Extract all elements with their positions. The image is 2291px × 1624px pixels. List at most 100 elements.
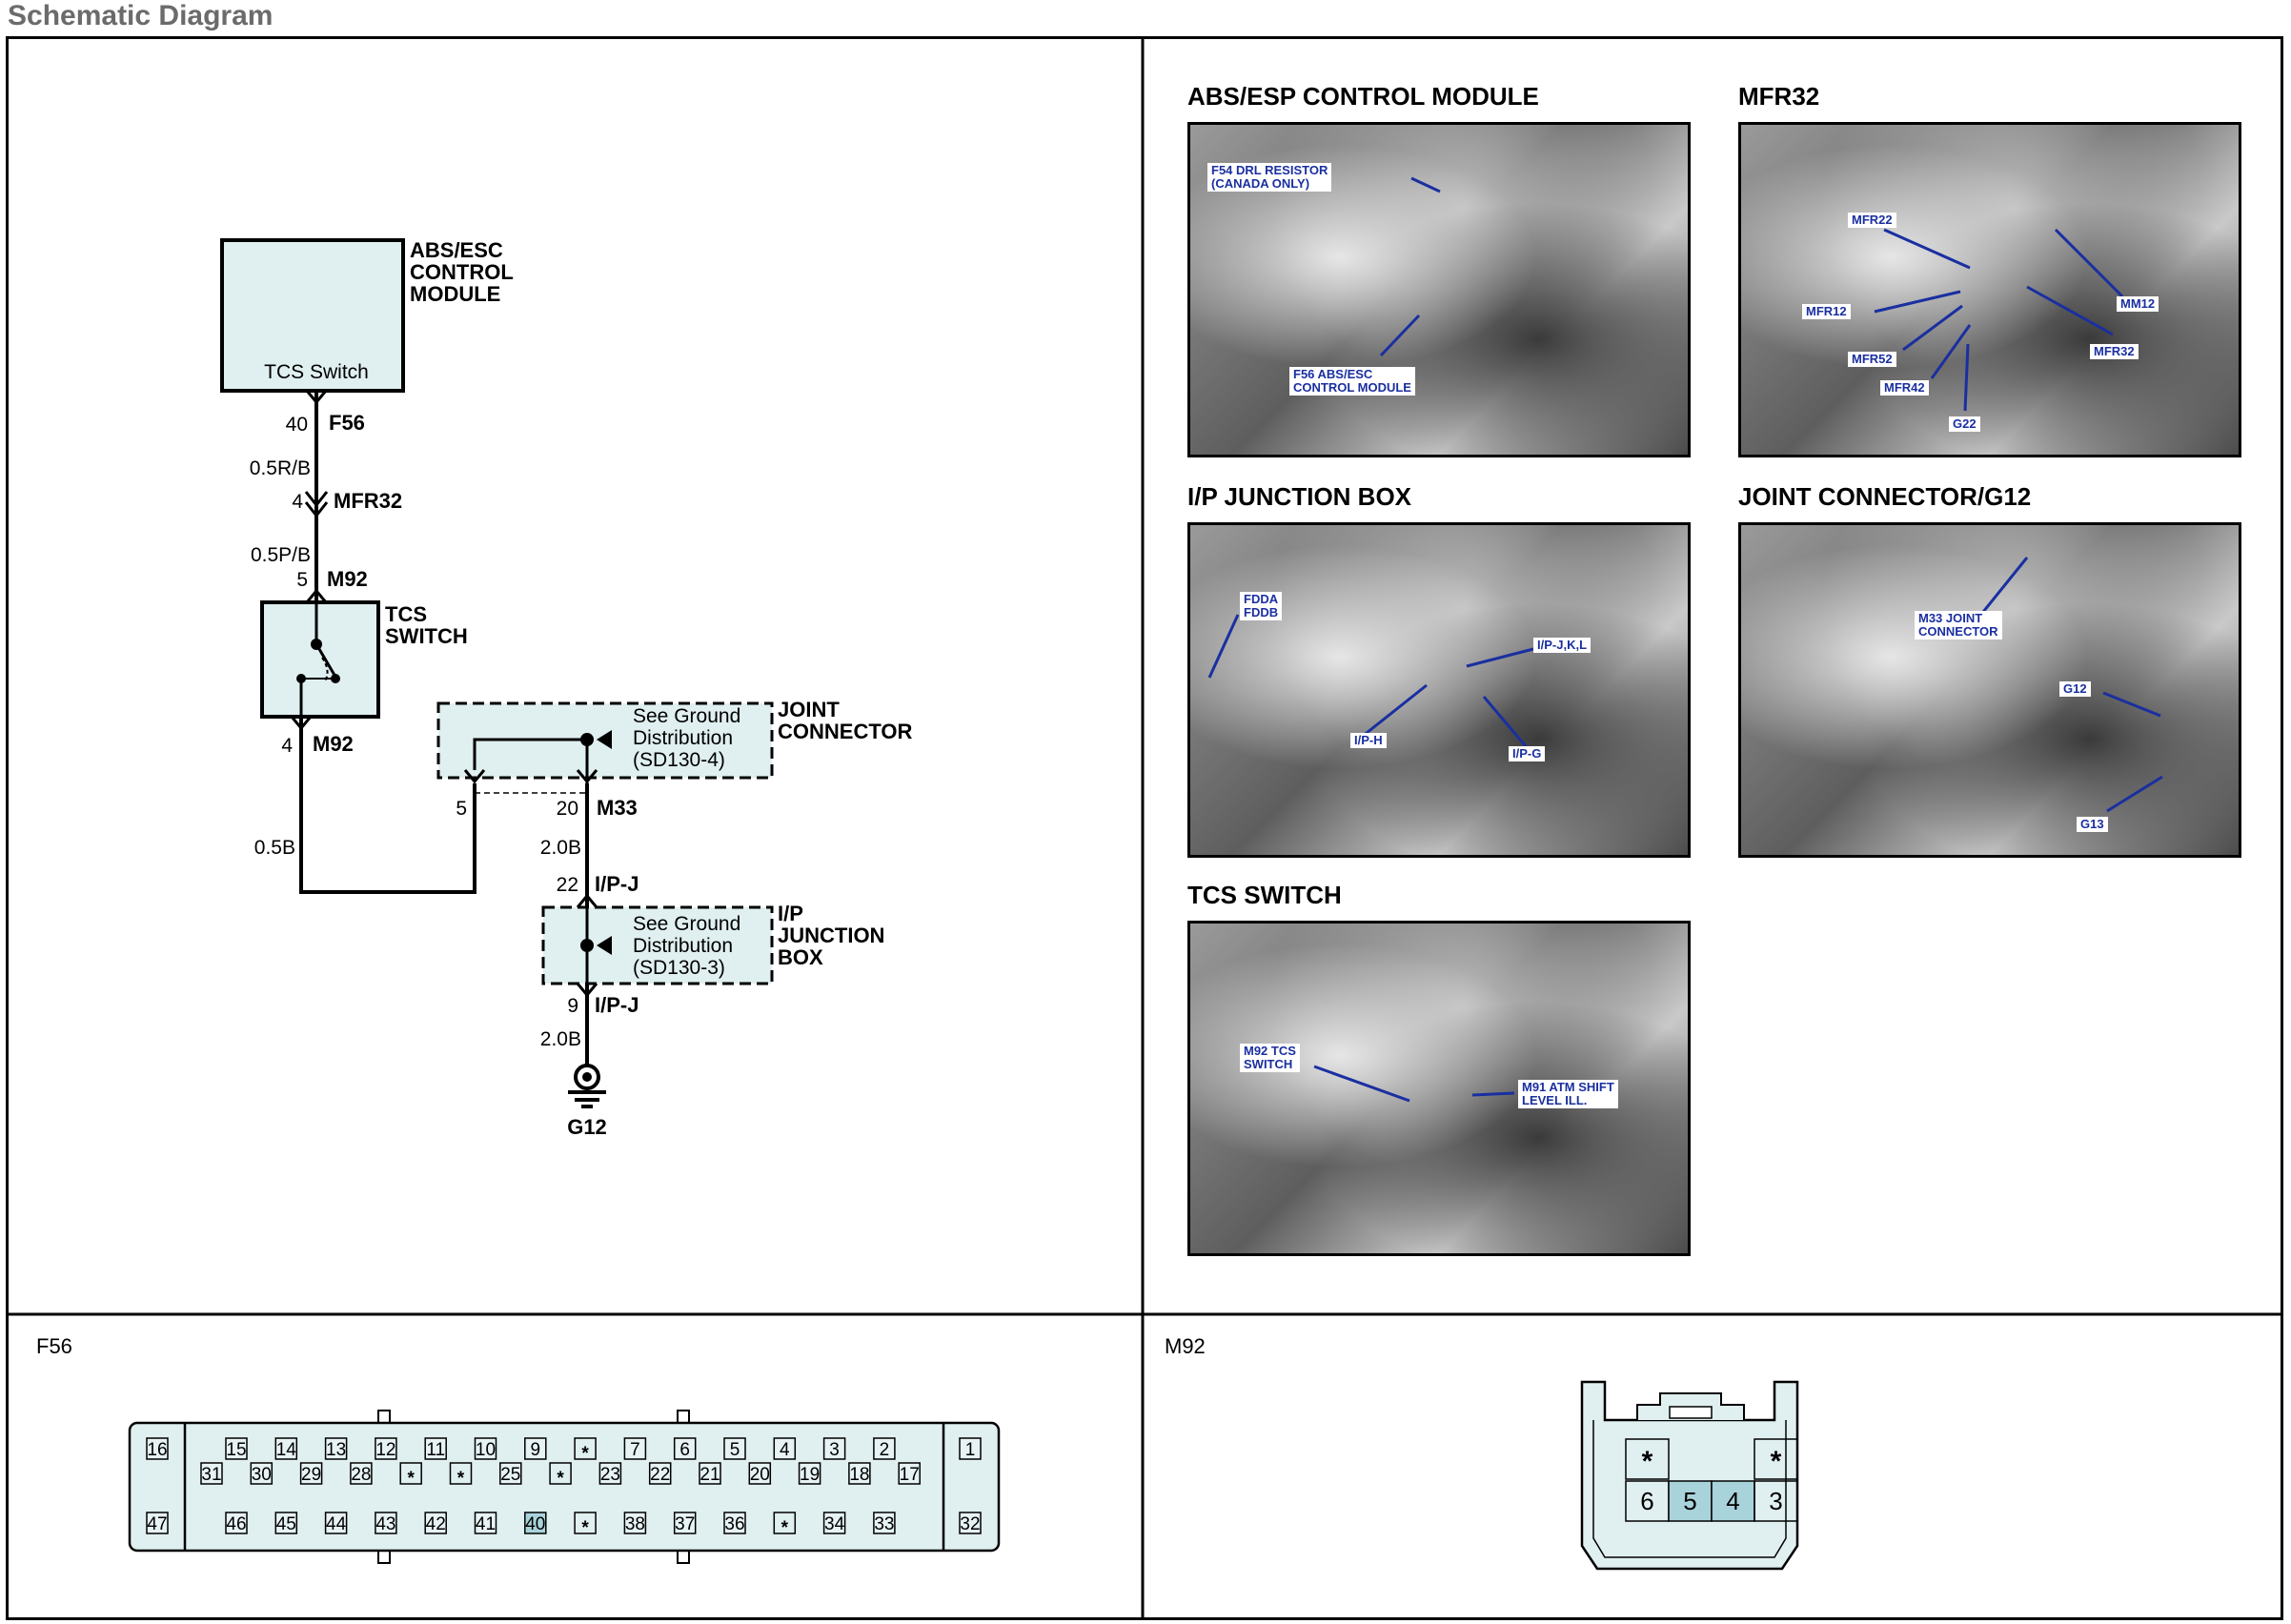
- photo-ipj-arrows: [1207, 614, 1534, 747]
- arrow-g13: [2106, 775, 2163, 813]
- wire-spec-1: 0.5R/B: [250, 457, 311, 479]
- arrow-f54: [1410, 176, 1441, 193]
- f56-pin-1: 1: [965, 1440, 976, 1460]
- f56-pin-bot-13-box: [873, 1512, 896, 1534]
- connector-mfr32-label: MFR32: [334, 489, 402, 513]
- f56-pin-bot-8-box: [623, 1512, 647, 1534]
- f56-pin-bot-4: 42: [426, 1514, 446, 1534]
- f56-pin-top-10-box: [723, 1437, 746, 1460]
- f56-pin-top-5: 10: [476, 1440, 496, 1460]
- f56-pin-bot-6: 40: [525, 1514, 545, 1534]
- f56-pin-32: 32: [960, 1514, 980, 1534]
- photo-title-abs: ABS/ESP CONTROL MODULE: [1187, 82, 1539, 111]
- arrow-iph: [1361, 683, 1428, 739]
- photo-abs-arrows: [1379, 176, 1441, 357]
- ip-ground-ref: See Ground Distribution (SD130-3): [633, 913, 746, 979]
- f56-pin-mid-9: 22: [650, 1465, 670, 1485]
- connector-ipj-top-label: I/P-J: [595, 872, 639, 896]
- f56-pin-top-10: 5: [730, 1440, 740, 1460]
- arrow-mfr32: [2026, 285, 2114, 336]
- f56-pin-top-1-box: [274, 1437, 298, 1460]
- switch-actuator: [321, 657, 329, 683]
- f56-pin-bot-3: 43: [375, 1514, 395, 1534]
- m92-pin-top-0: *: [1642, 1446, 1653, 1477]
- f56-pin-mid-3: 28: [351, 1465, 371, 1485]
- f56-pin-mid-13-box: [848, 1462, 871, 1485]
- f56-pin-top-0-box: [225, 1437, 248, 1460]
- photo-label-iph: I/P-H: [1350, 733, 1387, 748]
- m92-pin-top-0-box: [1625, 1438, 1670, 1480]
- switch-blade: [314, 643, 337, 678]
- m92-pin-5-box: [1668, 1480, 1713, 1522]
- abs-module-inner-label: TCS Switch: [264, 361, 369, 383]
- wire-spec-3: 0.5B: [254, 837, 295, 859]
- f56-pin-top-13-box: [873, 1437, 896, 1460]
- f56-pin-top-7: *: [581, 1444, 589, 1464]
- f56-pin-bot-5-box: [474, 1512, 497, 1534]
- inline-connector-mfr32: [304, 491, 329, 518]
- f56-pin-top-9-box: [673, 1437, 697, 1460]
- connector-f56-label: F56: [329, 411, 365, 435]
- f56-pin-mid-11: 20: [750, 1465, 770, 1485]
- f56-pin-top-3-box: [375, 1437, 397, 1460]
- f56-pin-top-9: 6: [679, 1440, 690, 1460]
- photo-label-fdda: FDDA FDDB: [1240, 592, 1283, 620]
- pin-m92-bottom: 4: [281, 735, 293, 757]
- f56-pin-mid-1: 30: [252, 1465, 272, 1485]
- photo-label-m92: M92 TCS SWITCH: [1240, 1044, 1300, 1072]
- photo-title-joint: JOINT CONNECTOR/G12: [1738, 482, 2032, 511]
- connector-m92-top-label: M92: [327, 567, 368, 591]
- photo-mfr32-arrows: [1874, 228, 2124, 412]
- m92-pin-top-3-box: [1754, 1438, 1798, 1480]
- f56-pin-mid-1-box: [250, 1462, 274, 1485]
- abs-module-name: ABS/ESC CONTROL MODULE: [410, 238, 519, 306]
- joint-ground-ref-arrow: [597, 730, 612, 749]
- f56-pin-mid-14-box: [898, 1462, 921, 1485]
- ip-ground-ref-arrow: [597, 936, 612, 955]
- pin-ipj-top: 22: [557, 874, 578, 896]
- photo-tcs-switch: M92 TCS SWITCH M91 ATM SHIFT LEVEL ILL.: [1187, 921, 1691, 1256]
- ground-symbol-ring: [574, 1064, 600, 1090]
- arrow-mm12: [2054, 228, 2124, 298]
- photo-label-g13: G13: [2077, 817, 2108, 832]
- f56-pin-top-11: 4: [780, 1440, 790, 1460]
- pin-joint-20: 20: [557, 798, 578, 820]
- f56-pin-16-box: [146, 1437, 169, 1460]
- f56-pin-bot-8: 38: [625, 1514, 645, 1534]
- arrow-mfr52: [1902, 304, 1963, 352]
- f56-pin-mid-8-box: [598, 1462, 622, 1485]
- f56-pin-top-2: 13: [326, 1440, 346, 1460]
- m92-pin-4: 4: [1726, 1487, 1739, 1515]
- photo-abs-esp-module: F54 DRL RESISTOR (CANADA ONLY) F56 ABS/E…: [1187, 122, 1691, 457]
- f56-pin-top-7-box: [574, 1437, 597, 1460]
- m92-pin-top-3: *: [1771, 1446, 1782, 1477]
- f56-pin-bot-7-box: [574, 1512, 597, 1534]
- f56-pin-mid-5-box: [449, 1462, 473, 1485]
- f56-pin-top-8: 7: [630, 1440, 640, 1460]
- f56-pin-bot-10-box: [723, 1512, 746, 1534]
- photo-title-ipj: I/P JUNCTION BOX: [1187, 482, 1412, 511]
- f56-pin-bot-5: 41: [476, 1514, 496, 1534]
- wire-spec-2: 0.5P/B: [251, 544, 311, 566]
- pin-f56: 40: [286, 414, 308, 436]
- m92-outline: [1580, 1380, 1799, 1571]
- arrow-m91: [1471, 1091, 1515, 1097]
- f56-pin-top-12: 3: [829, 1440, 840, 1460]
- photo-label-mfr22: MFR22: [1848, 213, 1896, 228]
- f56-pin-mid-0: 31: [201, 1465, 221, 1485]
- f56-pin-mid-3-box: [350, 1462, 373, 1485]
- f56-pin-mid-6: 25: [500, 1465, 520, 1485]
- arrow-g22: [1963, 343, 1970, 412]
- f56-pin-bot-11-box: [773, 1512, 797, 1534]
- f56-pin-bot-0: 46: [226, 1514, 246, 1534]
- f56-title: F56: [36, 1334, 72, 1358]
- f56-pin-top-2-box: [324, 1437, 348, 1460]
- f56-pin-bot-7: *: [581, 1518, 589, 1538]
- f56-pin-bot-13: 33: [874, 1514, 894, 1534]
- f56-pin-mid-7-box: [549, 1462, 572, 1485]
- connector-m33-label: M33: [597, 796, 638, 820]
- f56-pin-mid-12: 19: [800, 1465, 820, 1485]
- f56-pin-mid-12-box: [798, 1462, 821, 1485]
